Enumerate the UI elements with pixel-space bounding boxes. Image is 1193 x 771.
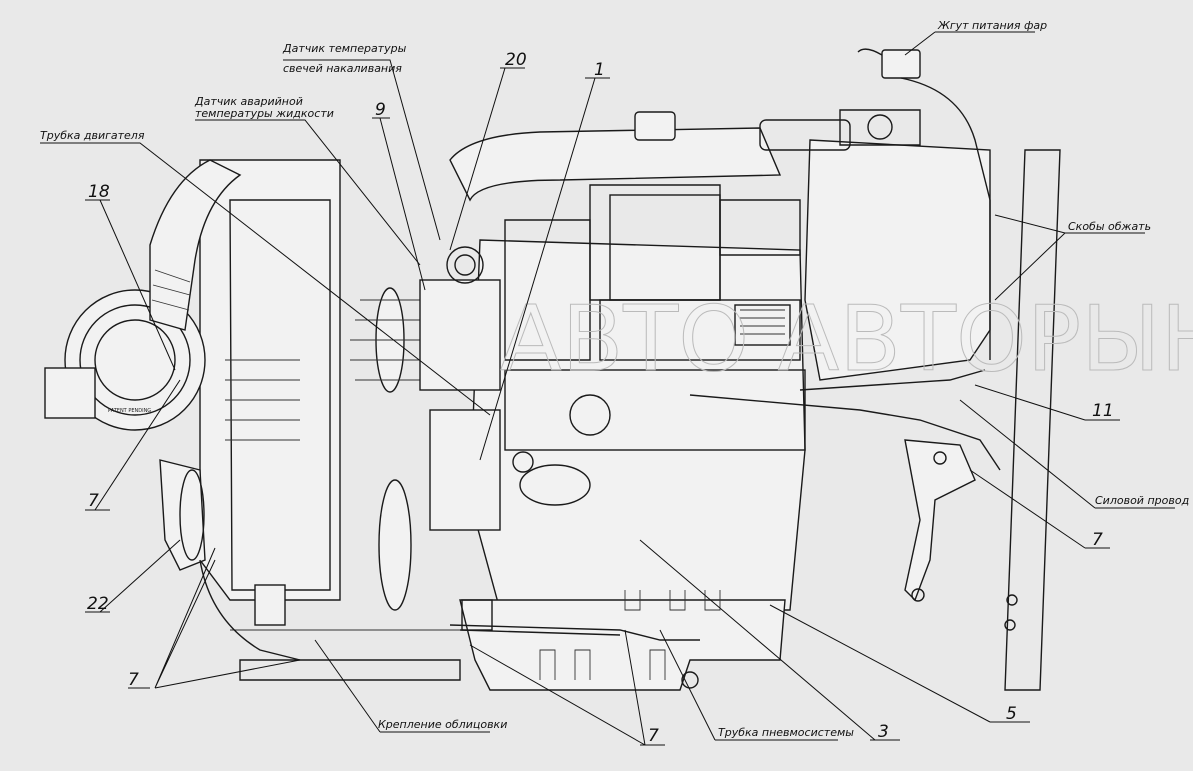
expansion-tank [804, 139, 991, 381]
top-intake-tube [449, 127, 782, 202]
label-trim-mount: Крепление облицовки [378, 718, 507, 731]
label-glow-plug-temp-2: свечей накаливания [283, 62, 402, 75]
label-engine-tube: Трубка двигателя [40, 129, 145, 142]
svg-text:PATENT PENDING: PATENT PENDING [108, 408, 151, 414]
cab-hole [1006, 594, 1018, 606]
lever [904, 439, 976, 602]
callout-20: 20 [505, 50, 527, 70]
label-brackets: Скобы обжать [1068, 220, 1151, 233]
label-pneumo-tube: Трубка пневмосистемы [718, 726, 854, 739]
oil-pan [459, 599, 786, 691]
cab-panel [1004, 149, 1061, 691]
filter-outlet [254, 584, 286, 626]
cylinder-22 [159, 459, 206, 571]
callout-3: 3 [878, 722, 889, 742]
callout-7-left: 7 [88, 491, 99, 511]
label-coolant-alarm-2: температуры жидкости [195, 107, 334, 120]
engine-drawing: PATENT PENDING [44, 48, 1061, 691]
callout-1: 1 [594, 60, 605, 80]
lamp-connector [881, 49, 921, 79]
callout-9: 9 [375, 100, 386, 120]
callout-22: 22 [87, 594, 109, 614]
cab-hole [1004, 619, 1016, 631]
callout-11: 11 [1092, 401, 1114, 421]
fan-pulley-lower [378, 479, 412, 611]
watermark-text: АВТО АВТОРЫНОК [500, 287, 1193, 392]
label-power-wire: Силовой провод [1095, 494, 1189, 507]
label-coolant-alarm-1: Датчик аварийной [194, 95, 303, 108]
callout-7-bottom-mid: 7 [648, 726, 659, 746]
leader-lines [40, 31, 1175, 746]
intake-pipe [149, 159, 242, 331]
top-cap [634, 111, 676, 141]
callout-7-right: 7 [1092, 530, 1103, 550]
compressor [429, 409, 501, 531]
label-lamp-harness: Жгут питания фар [937, 19, 1047, 32]
callout-5: 5 [1006, 704, 1017, 724]
callout-7-bottom-left: 7 [128, 670, 139, 690]
label-glow-plug-temp-1: Датчик температуры [282, 42, 407, 55]
callout-18: 18 [88, 182, 110, 202]
intake-box [44, 367, 96, 419]
